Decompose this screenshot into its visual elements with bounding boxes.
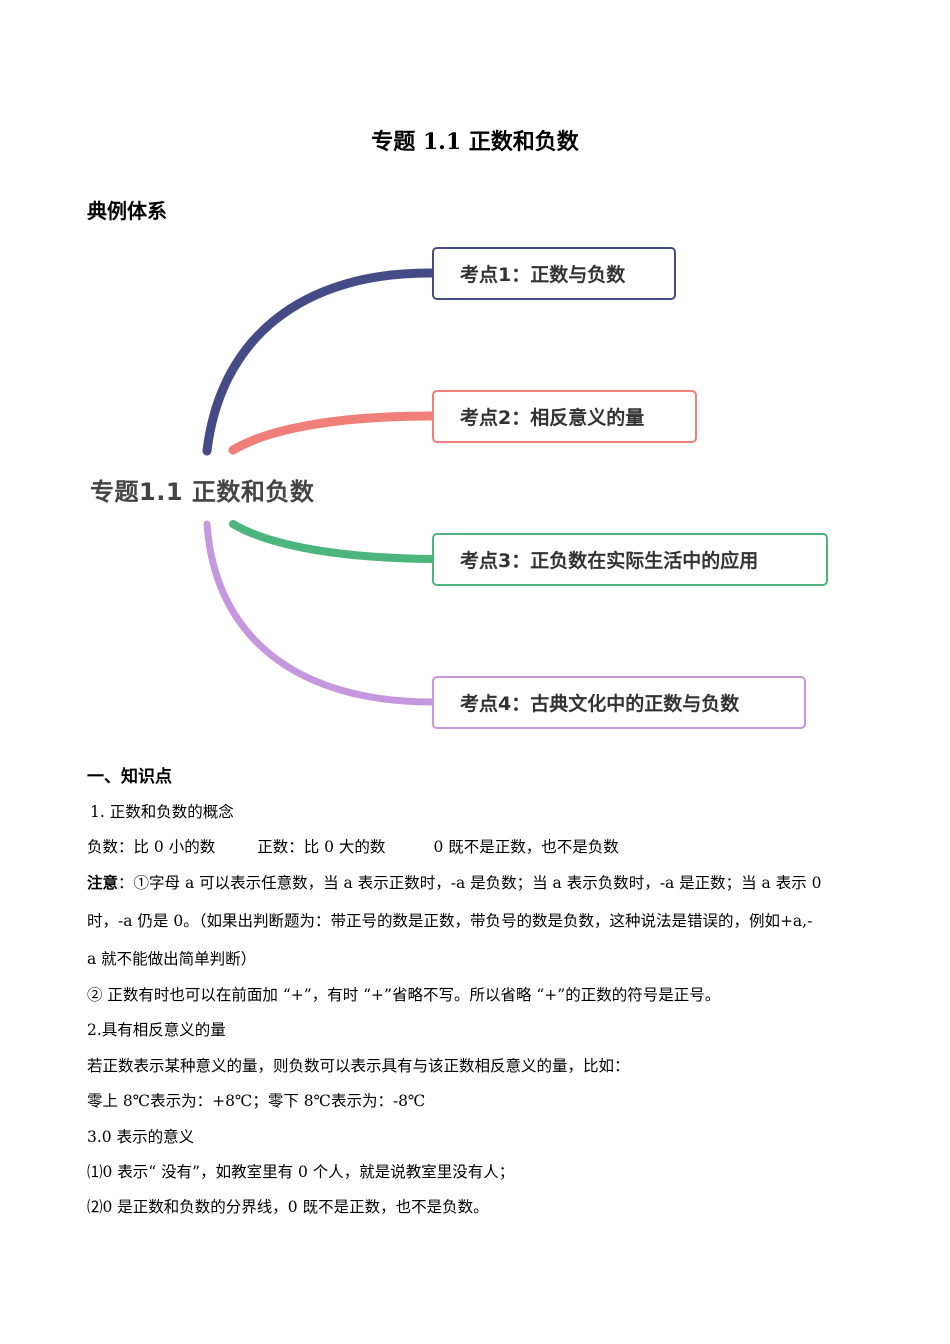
mind-map-connectors xyxy=(202,268,437,706)
definitions-row: 负数：比 0 小的数 正数：比 0 大的数 0 既不是正数，也不是负数 xyxy=(87,835,619,857)
mind-map-root: 专题1.1 正数和负数 xyxy=(90,478,315,506)
note-line-2: 时，-a 仍是 0。（如果出判断题为：带正号的数是正数，带负号的数是负数，这种说… xyxy=(87,912,813,930)
mind-map-node-2: 考点2：相反意义的量 xyxy=(432,390,697,443)
section-heading: 典例体系 xyxy=(87,199,167,223)
note1-line1: ①字母 a 可以表示任意数，当 a 表示正数时，-a 是负数；当 a 表示负数时… xyxy=(133,874,822,892)
item2-example: 零上 8℃表示为：+8℃；零下 8℃表示为：-8℃ xyxy=(87,1092,426,1110)
document-title: 专题 1.1 正数和负数 xyxy=(371,129,579,155)
item3-point1: ⑴0 表示“ 没有”，如教室里有 0 个人，就是说教室里没有人； xyxy=(87,1163,515,1181)
item2-title: 2.具有相反意义的量 xyxy=(87,1021,226,1039)
connector-3 xyxy=(229,520,436,563)
def-zero: 0 既不是正数，也不是负数 xyxy=(433,838,619,856)
mind-map-node-4: 考点4：古典文化中的正数与负数 xyxy=(432,676,806,729)
note-line-1: 注意：①字母 a 可以表示任意数，当 a 表示正数时，-a 是负数；当 a 表示… xyxy=(87,871,822,893)
note-2: ② 正数有时也可以在前面加 “+”，有时 “+”省略不写。所以省略 “+”的正数… xyxy=(87,986,721,1004)
note-label: 注意 xyxy=(87,873,119,892)
item1-title: 1. 正数和负数的概念 xyxy=(90,803,234,821)
def-negative: 负数：比 0 小的数 xyxy=(87,838,216,856)
item3-point2: ⑵0 是正数和负数的分界线，0 既不是正数，也不是负数。 xyxy=(87,1198,489,1216)
mind-map: 专题1.1 正数和负数 考点1：正数与负数 考点2：相反意义的量 考点3：正负数… xyxy=(90,247,828,729)
mind-map-node-3: 考点3：正负数在实际生活中的应用 xyxy=(432,533,828,586)
connector-4 xyxy=(203,520,436,706)
note-line-3: a 就不能做出简单判断） xyxy=(87,950,257,968)
item2-desc: 若正数表示某种意义的量，则负数可以表示具有与该正数相反意义的量，比如： xyxy=(87,1057,630,1075)
part-heading: 一、知识点 xyxy=(87,767,172,787)
connector-2 xyxy=(228,411,437,455)
item3-title: 3.0 表示的意义 xyxy=(87,1128,195,1146)
def-positive: 正数：比 0 大的数 xyxy=(257,838,386,856)
mind-map-node-1: 考点1：正数与负数 xyxy=(432,247,676,300)
note-colon: ： xyxy=(118,874,134,892)
connector-1 xyxy=(202,268,437,456)
